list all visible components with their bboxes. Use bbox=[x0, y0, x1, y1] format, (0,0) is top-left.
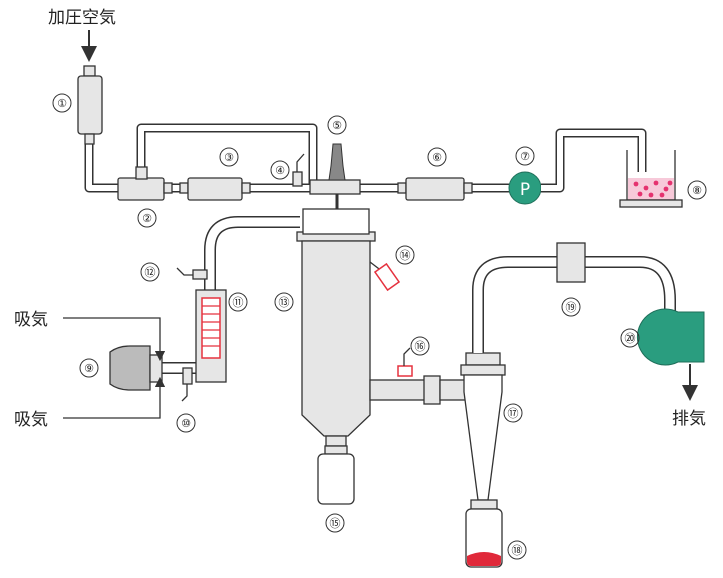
number-17: ⑰ bbox=[503, 403, 523, 423]
pressurized-air-label: 加圧空気 bbox=[48, 8, 116, 28]
number-13: ⑬ bbox=[274, 292, 294, 312]
heater-3 bbox=[179, 177, 251, 201]
exhaust-label: 排気 bbox=[672, 409, 706, 429]
cyclone-17 bbox=[460, 352, 506, 501]
svg-text:⑩: ⑩ bbox=[181, 417, 191, 430]
number-1: ① bbox=[52, 93, 72, 113]
number-3: ③ bbox=[219, 147, 239, 167]
pump-7: P bbox=[508, 171, 542, 205]
three-way-valve-2 bbox=[117, 166, 173, 201]
intake-arrows bbox=[63, 317, 166, 419]
outlet-duct bbox=[369, 375, 467, 405]
svg-text:②: ② bbox=[142, 212, 152, 225]
svg-text:⑱: ⑱ bbox=[512, 544, 523, 557]
exhaust-filter-19 bbox=[556, 242, 586, 283]
exhaust-blower-20 bbox=[636, 308, 705, 366]
svg-text:⑪: ⑪ bbox=[233, 296, 244, 309]
pump-label: P bbox=[520, 180, 530, 200]
svg-text:⑰: ⑰ bbox=[508, 407, 519, 420]
svg-text:⑯: ⑯ bbox=[415, 340, 426, 353]
intake-blower-9 bbox=[109, 345, 163, 391]
number-12: ⑫ bbox=[140, 262, 160, 282]
svg-text:⑮: ⑮ bbox=[330, 517, 341, 530]
number-15: ⑮ bbox=[325, 513, 345, 533]
intake-label-top: 吸気 bbox=[14, 310, 48, 330]
bypass-pipe bbox=[136, 123, 318, 187]
svg-text:⑤: ⑤ bbox=[332, 119, 342, 132]
number-5: ⑤ bbox=[327, 115, 347, 135]
sensor-16 bbox=[397, 347, 413, 377]
svg-text:⑧: ⑧ bbox=[692, 184, 702, 197]
sensor-10 bbox=[181, 367, 193, 402]
intake-label-bottom: 吸気 bbox=[14, 410, 48, 430]
svg-text:⑲: ⑲ bbox=[566, 301, 577, 314]
temperature-port-14 bbox=[369, 261, 401, 292]
number-16: ⑯ bbox=[410, 336, 430, 356]
svg-text:⑭: ⑭ bbox=[400, 249, 411, 262]
collection-bottle-15 bbox=[317, 445, 355, 505]
number-7: ⑦ bbox=[515, 146, 535, 166]
number-10: ⑩ bbox=[176, 413, 196, 433]
svg-text:⑦: ⑦ bbox=[520, 150, 530, 163]
number-6: ⑥ bbox=[427, 147, 447, 167]
svg-text:⑥: ⑥ bbox=[432, 151, 442, 164]
product-bottle-18 bbox=[465, 499, 503, 568]
svg-text:⑳: ⑳ bbox=[625, 332, 636, 345]
air-filter-1 bbox=[77, 65, 103, 145]
number-4: ④ bbox=[270, 160, 290, 180]
number-8: ⑧ bbox=[687, 180, 707, 200]
number-18: ⑱ bbox=[507, 540, 527, 560]
sensor-12 bbox=[176, 267, 208, 280]
drying-chamber-13 bbox=[296, 208, 376, 447]
liquid-feed-tube bbox=[541, 128, 647, 193]
svg-text:⑨: ⑨ bbox=[84, 362, 94, 375]
number-2: ② bbox=[137, 208, 157, 228]
number-19: ⑲ bbox=[561, 297, 581, 317]
svg-text:①: ① bbox=[57, 97, 67, 110]
filter-6 bbox=[397, 177, 473, 201]
number-11: ⑪ bbox=[228, 292, 248, 312]
sensor-4 bbox=[292, 153, 305, 187]
number-9: ⑨ bbox=[79, 358, 99, 378]
svg-text:④: ④ bbox=[275, 164, 285, 177]
svg-text:⑫: ⑫ bbox=[145, 266, 156, 279]
number-20: ⑳ bbox=[620, 328, 640, 348]
air-heater-11 bbox=[195, 289, 227, 383]
svg-text:③: ③ bbox=[224, 151, 234, 164]
sample-beaker-8 bbox=[619, 150, 683, 208]
air-line bbox=[84, 135, 122, 193]
number-14: ⑭ bbox=[395, 245, 415, 265]
svg-text:⑬: ⑬ bbox=[279, 296, 290, 309]
